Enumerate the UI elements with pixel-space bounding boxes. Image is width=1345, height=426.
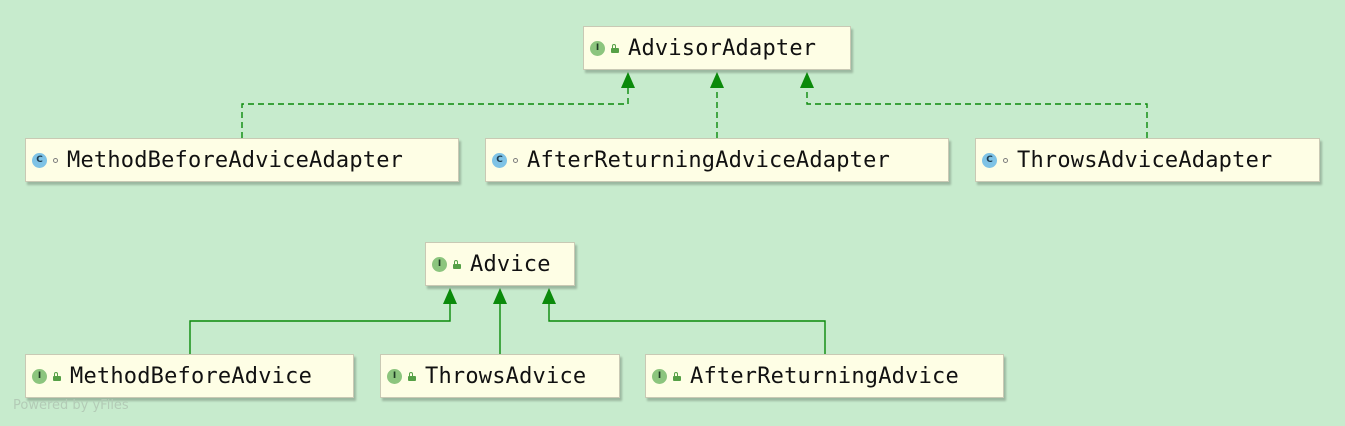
inheritance-arrowhead [493,288,507,304]
inheritance-arrowhead [621,72,635,88]
yfiles-watermark: Powered by yFiles [13,398,129,413]
public-lock-icon [453,259,461,269]
public-lock-icon [408,371,416,381]
interface-icon: I [590,40,605,56]
class-icon: C [982,152,997,168]
extends-edge [548,304,826,354]
class-icon: C [32,152,47,168]
node-label: AfterReturningAdviceAdapter [527,147,891,173]
package-dot-icon [513,157,518,163]
node-label: AdvisorAdapter [628,35,817,61]
interface-icon: I [32,368,47,384]
extends-edge [189,304,451,354]
node-throws-advice-adapter[interactable]: C ThrowsAdviceAdapter [975,138,1320,182]
node-advice[interactable]: I Advice [425,242,575,286]
node-label: Advice [470,251,551,277]
node-after-returning-advice-adapter[interactable]: C AfterReturningAdviceAdapter [485,138,949,182]
node-throws-advice[interactable]: I ThrowsAdvice [380,354,620,398]
public-lock-icon [53,371,61,381]
inheritance-arrowhead [710,72,724,88]
node-method-before-advice[interactable]: I MethodBeforeAdvice [25,354,354,398]
public-lock-icon [673,371,681,381]
implements-edge [806,88,1148,138]
package-dot-icon [1003,157,1008,163]
node-label: ThrowsAdvice [425,363,587,389]
node-advisor-adapter[interactable]: I AdvisorAdapter [583,26,851,70]
node-label: AfterReturningAdvice [690,363,959,389]
interface-icon: I [652,368,667,384]
interface-icon: I [387,368,402,384]
node-method-before-advice-adapter[interactable]: C MethodBeforeAdviceAdapter [25,138,459,182]
inheritance-arrowhead [800,72,814,88]
inheritance-arrowhead [443,288,457,304]
node-label: ThrowsAdviceAdapter [1017,147,1273,173]
implements-edge [241,88,629,138]
node-after-returning-advice[interactable]: I AfterReturningAdvice [645,354,1004,398]
node-label: MethodBeforeAdviceAdapter [67,147,404,173]
class-icon: C [492,152,507,168]
interface-icon: I [432,256,447,272]
package-dot-icon [53,157,58,163]
edges-layer [189,72,1148,354]
node-label: MethodBeforeAdvice [70,363,313,389]
public-lock-icon [611,43,619,53]
inheritance-arrowhead [542,288,556,304]
